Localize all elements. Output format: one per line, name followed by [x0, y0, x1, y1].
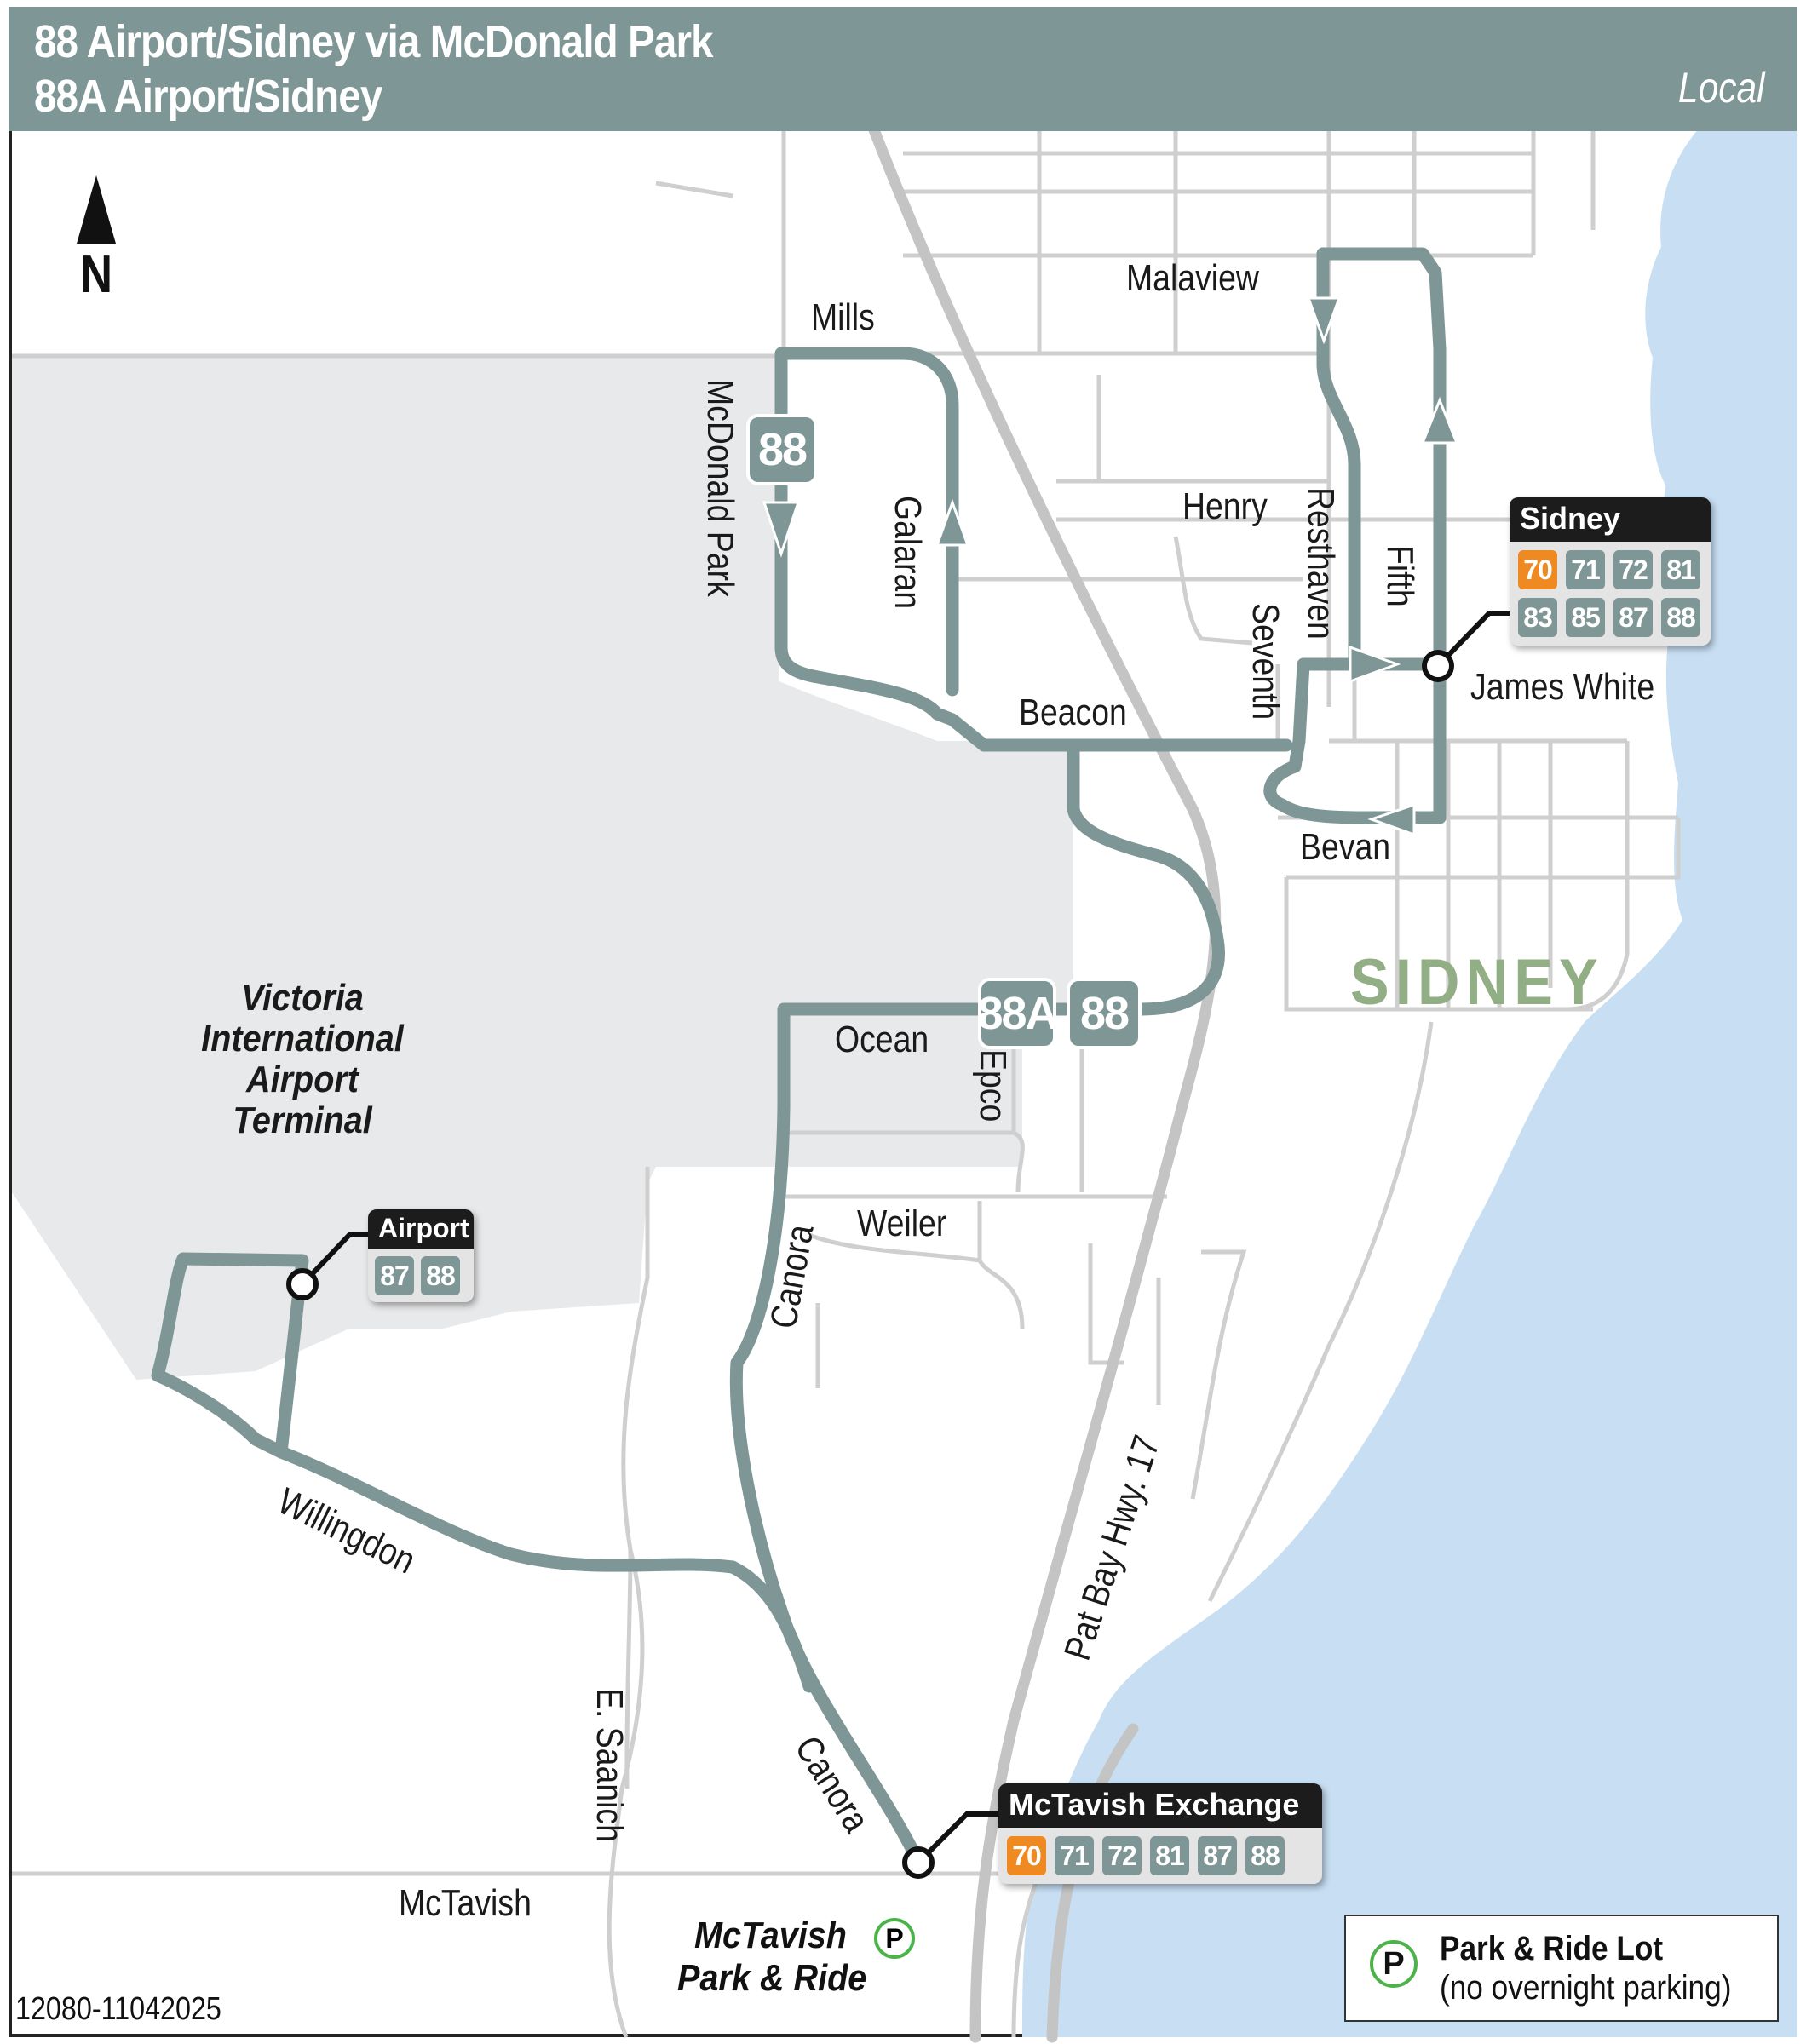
- route-chip[interactable]: 72: [1102, 1836, 1142, 1875]
- street-label-mcdonald-park: McDonald Park: [699, 379, 741, 597]
- route-chip[interactable]: 70: [1007, 1836, 1046, 1875]
- stop-marker-airport: [286, 1268, 319, 1300]
- route-chip[interactable]: 71: [1055, 1836, 1094, 1875]
- route-chip[interactable]: 87: [1613, 598, 1653, 637]
- stop-route-list: 70 71 72 81 87 88: [998, 1828, 1322, 1884]
- arrow-west-bevan: [1367, 802, 1416, 837]
- street-label-mctavish: McTavish: [399, 1882, 532, 1924]
- arrow-north-galaran: [935, 498, 970, 547]
- stop-name: Sidney: [1510, 497, 1711, 542]
- route-chip[interactable]: 88: [421, 1256, 460, 1295]
- stop-route-list: 87 88: [368, 1249, 474, 1302]
- stop-sidney[interactable]: Sidney 70 71 72 81 83 85 87 88: [1510, 497, 1711, 646]
- park-ride-label: McTavish Park & Ride: [677, 1915, 867, 1999]
- route-title-88: 88 Airport/Sidney via McDonald Park: [34, 16, 714, 67]
- legend-title: Park & Ride Lot: [1440, 1930, 1664, 1967]
- route-title-88a: 88A Airport/Sidney: [34, 71, 382, 122]
- route-chip[interactable]: 70: [1518, 550, 1557, 589]
- street-label-e-saanich: E. Saanich: [589, 1688, 630, 1842]
- compass: N: [75, 175, 118, 305]
- route-chip[interactable]: 81: [1661, 550, 1700, 589]
- route-badge-88-mcdonald: 88: [746, 414, 818, 485]
- stop-mctavish-exchange[interactable]: McTavish Exchange 70 71 72 81 87 88: [998, 1783, 1322, 1884]
- street-label-malaview: Malaview: [1126, 257, 1259, 299]
- street-label-bevan: Bevan: [1300, 826, 1391, 868]
- park-ride-icon: P: [874, 1918, 915, 1959]
- document-id: 12080-11042025: [15, 1991, 221, 2027]
- street-label-epco: Epco: [972, 1049, 1014, 1122]
- street-label-henry: Henry: [1182, 485, 1268, 527]
- arrow-east-james-white: [1349, 645, 1401, 684]
- route-chip[interactable]: 88: [1245, 1836, 1285, 1875]
- street-label-fifth: Fifth: [1379, 545, 1421, 607]
- airport-area: [12, 356, 1073, 1380]
- service-type: Local: [1678, 64, 1765, 112]
- stop-route-list: 70 71 72 81 83 85 87 88: [1510, 542, 1711, 646]
- route-badge-88a-ocean: 88A: [977, 978, 1059, 1049]
- route-chip[interactable]: 71: [1566, 550, 1605, 589]
- route-header: 88 Airport/Sidney via McDonald Park 88A …: [9, 7, 1797, 131]
- arrow-north-fifth: [1420, 396, 1459, 445]
- street-label-mills: Mills: [811, 296, 875, 338]
- north-label: N: [79, 245, 113, 304]
- route-chip[interactable]: 85: [1566, 598, 1605, 637]
- route-chip[interactable]: 81: [1150, 1836, 1189, 1875]
- stop-name: Airport: [368, 1209, 474, 1249]
- route-chip[interactable]: 87: [375, 1256, 414, 1295]
- street-label-weiler: Weiler: [857, 1203, 947, 1244]
- route-chip[interactable]: 87: [1198, 1836, 1237, 1875]
- street-label-james-white: James White: [1470, 666, 1655, 708]
- arrow-south-resthaven: [1306, 296, 1342, 345]
- park-ride-legend-icon: P: [1370, 1940, 1418, 1988]
- street-label-ocean: Ocean: [835, 1019, 929, 1060]
- route-chip[interactable]: 72: [1613, 550, 1653, 589]
- airport-terminal-label: Victoria International Airport Terminal: [201, 977, 404, 1141]
- legend-subtitle: (no overnight parking): [1440, 1969, 1732, 2007]
- arrow-south-mcdonald: [762, 501, 801, 558]
- stop-marker-sidney: [1422, 650, 1454, 682]
- route-chip[interactable]: 88: [1661, 598, 1700, 637]
- town-label-sidney: SIDNEY: [1350, 946, 1604, 1019]
- stop-name: McTavish Exchange: [998, 1783, 1322, 1828]
- legend: P Park & Ride Lot (no overnight parking): [1344, 1915, 1779, 2022]
- route-chip[interactable]: 83: [1518, 598, 1557, 637]
- stop-airport[interactable]: Airport 87 88: [368, 1209, 474, 1302]
- street-label-seventh: Seventh: [1245, 603, 1286, 721]
- street-label-galaran: Galaran: [887, 496, 929, 610]
- street-label-beacon: Beacon: [1019, 692, 1127, 733]
- route-badge-88-ocean: 88: [1067, 978, 1142, 1049]
- street-label-resthaven: Resthaven: [1300, 487, 1342, 640]
- north-arrow-icon: [77, 175, 116, 244]
- stop-marker-mctavish: [902, 1846, 935, 1879]
- water-area: [1022, 128, 1797, 2037]
